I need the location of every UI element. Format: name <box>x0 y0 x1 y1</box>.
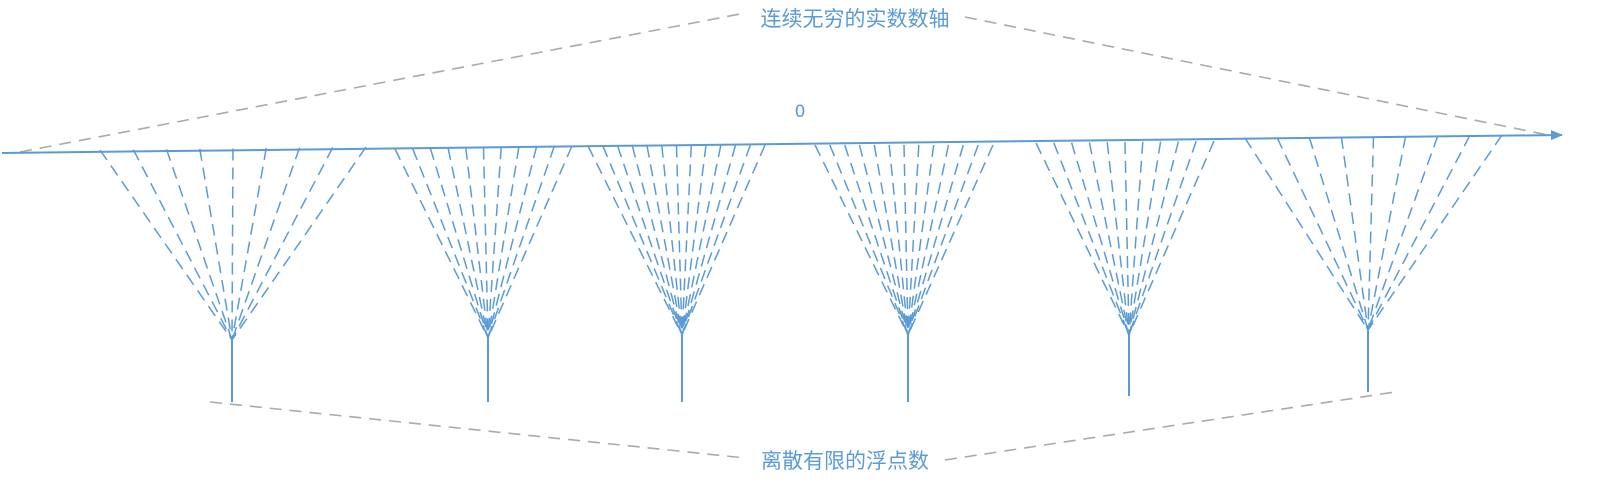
funnel-ray <box>394 148 489 339</box>
funnel-ray <box>1070 142 1130 336</box>
funnel-ray <box>1053 142 1130 336</box>
funnel-ray <box>487 146 556 339</box>
funnel-ray <box>482 147 489 339</box>
real-number-axis <box>1 130 1563 154</box>
funnel-ray <box>814 144 909 336</box>
funnel-ray <box>1367 136 1375 331</box>
funnel-ray <box>1128 141 1180 336</box>
funnel-ray <box>132 149 233 341</box>
funnel-ray <box>903 144 909 336</box>
funnel-ray <box>1308 137 1369 331</box>
funnel-group-3 <box>587 144 766 402</box>
funnel-group-2 <box>394 145 573 402</box>
top-guide-left <box>19 13 741 153</box>
funnel-ray <box>1367 135 1471 331</box>
funnel-ray <box>646 145 683 336</box>
funnel-ray <box>487 146 538 339</box>
funnel-ray <box>631 145 683 336</box>
funnel-ray <box>1124 141 1130 336</box>
bottom-guide-left <box>209 401 746 459</box>
funnel-ray <box>843 144 909 336</box>
funnel-ray <box>907 144 950 336</box>
funnel-ray <box>907 144 965 336</box>
funnel-group-1 <box>99 146 367 402</box>
funnel-ray <box>231 147 334 341</box>
funnel-ray <box>873 144 909 336</box>
funnel-ray <box>412 148 489 339</box>
funnel-ray <box>465 147 489 339</box>
funnel-ray <box>616 145 683 336</box>
funnel-ray <box>1128 141 1162 336</box>
zero-label: 0 <box>795 102 806 122</box>
bottom-label: 离散有限的浮点数 <box>761 449 929 473</box>
funnel-ray <box>829 144 909 336</box>
funnel-ray <box>907 144 935 336</box>
funnel-ray <box>907 144 994 336</box>
funnel-ray <box>199 148 233 341</box>
top-label: 连续无穷的实数数轴 <box>761 7 950 31</box>
funnel-ray <box>429 148 489 339</box>
funnel-ray <box>231 148 234 341</box>
funnel-ray <box>681 145 722 336</box>
funnel-ray <box>858 144 909 336</box>
funnel-ray <box>681 145 707 336</box>
funnel-ray <box>1128 140 1197 336</box>
funnel-ray <box>1128 141 1144 336</box>
top-guide-lines <box>19 13 1549 153</box>
funnel-ray <box>888 144 909 336</box>
funnel-ray <box>661 145 683 336</box>
funnel-ray <box>681 145 693 336</box>
funnel-ray <box>602 145 683 336</box>
funnel-ray <box>1367 135 1439 331</box>
funnel-ray <box>165 149 233 341</box>
funnel-ray <box>1035 142 1130 336</box>
funnel-ray <box>1367 135 1407 331</box>
funnel-group-5 <box>1035 140 1215 396</box>
funnel-ray <box>1106 142 1130 336</box>
bottom-guide-lines <box>209 391 1396 461</box>
funnel-ray <box>1340 136 1369 331</box>
funnel-ray <box>99 149 233 341</box>
bottom-guide-right <box>944 391 1396 461</box>
funnel-ray <box>907 144 979 336</box>
funnel-ray <box>907 144 920 336</box>
funnel-ray <box>1367 134 1503 331</box>
funnel-ray <box>231 146 367 341</box>
funnel-ray <box>681 144 737 336</box>
funnel-ray <box>231 147 301 341</box>
funnel-group-6 <box>1244 134 1503 392</box>
funnel-ray <box>487 147 502 339</box>
funnel-ray <box>681 144 752 336</box>
top-guide-right <box>964 16 1549 136</box>
funnel-ray <box>487 145 573 339</box>
funnel-ray <box>1088 142 1130 336</box>
funnel-ray <box>1244 137 1369 331</box>
funnel-ray <box>1128 140 1215 336</box>
funnel-ray <box>231 147 268 341</box>
funnel-ray <box>675 145 683 336</box>
funnel-group-4 <box>814 144 994 402</box>
funnel-ray <box>1276 137 1369 331</box>
funnel-ray <box>681 144 766 336</box>
funnel-ray <box>587 145 683 336</box>
funnel-ray <box>487 146 520 339</box>
funnel-ray <box>447 147 489 339</box>
funnel-groups <box>99 134 1503 402</box>
